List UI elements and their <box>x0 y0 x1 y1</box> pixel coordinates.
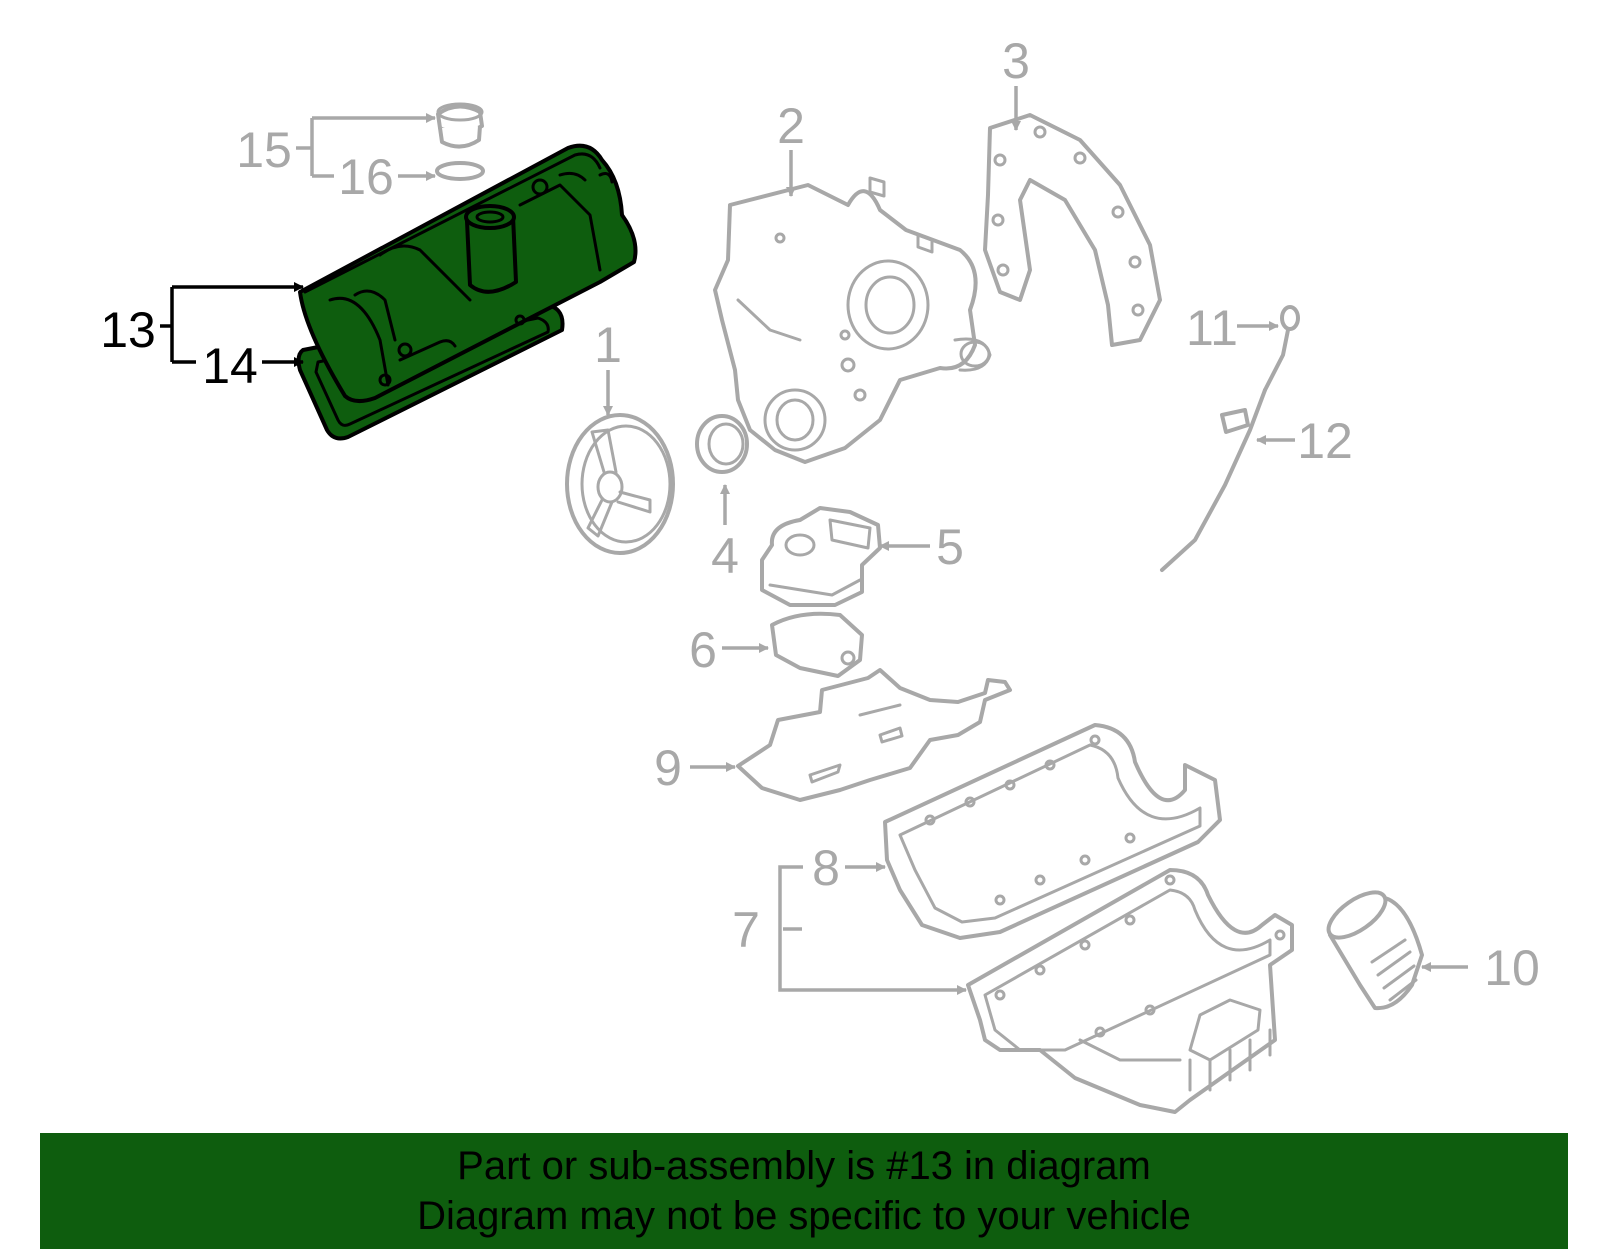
callout-6: 6 <box>689 622 717 678</box>
callout-7: 7 <box>732 902 760 958</box>
banner-line-2: Diagram may not be specific to your vehi… <box>417 1194 1191 1238</box>
oil-pan-gasket[interactable] <box>883 723 1222 940</box>
timing-cover[interactable] <box>713 176 992 464</box>
callout-2: 2 <box>777 98 805 154</box>
callout-13[interactable]: 13 <box>100 302 156 358</box>
banner-line-1: Part or sub-assembly is #13 in diagram <box>457 1144 1151 1188</box>
dipstick[interactable] <box>1263 305 1300 392</box>
callout-12: 12 <box>1297 413 1353 469</box>
o-ring[interactable] <box>435 161 485 181</box>
info-banner: Part or sub-assembly is #13 in diagram D… <box>40 1133 1568 1249</box>
callout-9: 9 <box>654 740 682 796</box>
oil-pan-holes <box>994 874 1286 1038</box>
oil-pump[interactable] <box>760 506 882 607</box>
callout-14[interactable]: 14 <box>202 338 258 394</box>
callout-10: 10 <box>1484 940 1540 996</box>
gasket-3-holes <box>991 125 1145 317</box>
oil-filter[interactable] <box>1321 884 1424 1011</box>
crankshaft-pulley[interactable] <box>565 413 675 555</box>
callout-15: 15 <box>236 122 292 178</box>
callout-4: 4 <box>711 528 739 584</box>
gasket-3[interactable] <box>983 113 1162 347</box>
oil-pan-gasket-holes <box>924 734 1136 906</box>
oil-filler-cap[interactable] <box>436 102 484 149</box>
dipstick-tube[interactable] <box>1160 388 1267 572</box>
callout-11: 11 <box>1186 300 1238 356</box>
callout-3: 3 <box>1002 33 1030 89</box>
front-seal[interactable] <box>695 414 749 474</box>
leader-7 <box>778 865 967 995</box>
callout-5: 5 <box>936 519 964 575</box>
callout-8: 8 <box>812 840 840 896</box>
callout-16: 16 <box>338 149 394 205</box>
oil-pump-cover[interactable] <box>770 611 864 678</box>
callout-1: 1 <box>594 317 622 373</box>
oil-baffle[interactable] <box>736 668 1012 802</box>
valve-cover-assembly-highlight[interactable] <box>296 143 638 441</box>
